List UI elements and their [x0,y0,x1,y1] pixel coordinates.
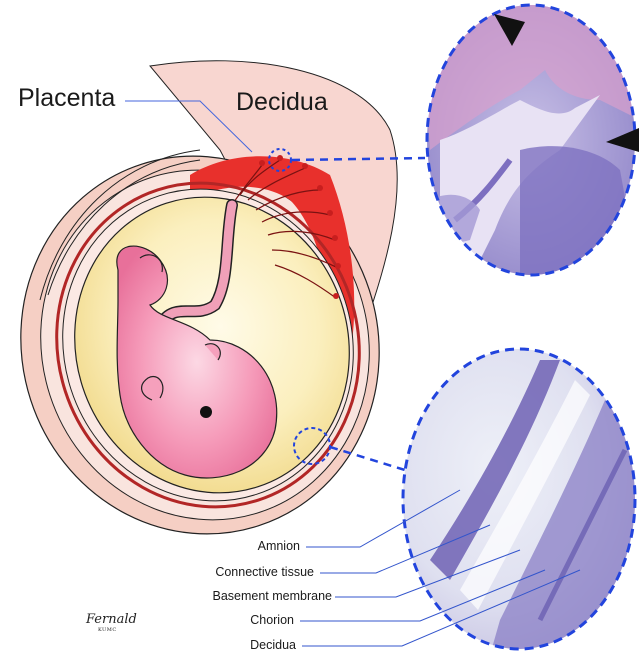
amnion-label: Amnion [258,539,300,553]
histology-panel-top [420,0,639,280]
histology-panel-bottom [400,345,639,655]
placenta-label: Placenta [18,84,115,113]
signature-name: Fernald [86,612,137,627]
chorion-label: Chorion [250,613,294,627]
basement-membrane-label: Basement membrane [212,589,332,603]
decidua-label-bottom: Decidua [250,638,296,652]
signature-sub: KUMC [98,627,137,633]
artist-signature: Fernald KUMC [86,612,137,633]
connective-tissue-label: Connective tissue [215,565,314,579]
decidua-label-top: Decidua [236,88,328,117]
